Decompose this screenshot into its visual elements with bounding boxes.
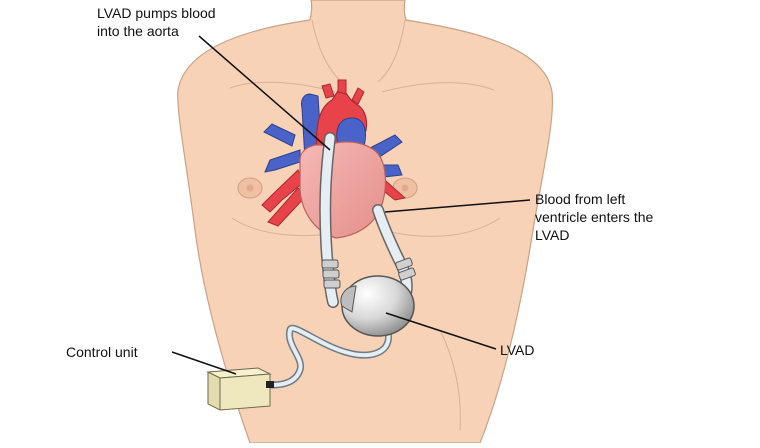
leader-ventricle [384, 199, 531, 213]
label-aorta: LVAD pumps blood into the aorta [97, 4, 216, 40]
label-control-unit-text: Control unit [66, 344, 138, 360]
label-ventricle-line-1: Blood from left [535, 191, 626, 207]
clavicle-right [381, 82, 495, 93]
label-aorta-line-1: LVAD pumps blood [97, 5, 216, 21]
neck-line-right [377, 19, 406, 83]
label-ventricle-line-2: ventricle enters the [535, 209, 654, 225]
lvad-pump [340, 275, 415, 337]
control-unit [206, 367, 274, 411]
leader-control [171, 351, 237, 375]
label-ventricle: Blood from left ventricle enters the LVA… [535, 190, 653, 244]
leader-aorta [198, 35, 331, 151]
chest-line-right [389, 217, 501, 237]
aorta-branches [321, 79, 365, 105]
label-lvad-text: LVAD [500, 342, 535, 358]
label-lvad: LVAD [500, 341, 535, 359]
nipple-left [237, 177, 263, 199]
pulmonary-arteries [261, 169, 407, 227]
inflow-connector [395, 257, 416, 281]
outflow-connector [321, 259, 341, 289]
label-ventricle-line-3: LVAD [535, 227, 570, 243]
label-control-unit: Control unit [66, 343, 138, 361]
neck-line-left [311, 19, 343, 83]
abdomen-line [439, 329, 461, 431]
label-aorta-line-2: into the aorta [97, 23, 179, 39]
leader-lvad [385, 312, 497, 350]
pulmonary-trunk [336, 117, 366, 147]
driveline-inner [270, 326, 391, 387]
